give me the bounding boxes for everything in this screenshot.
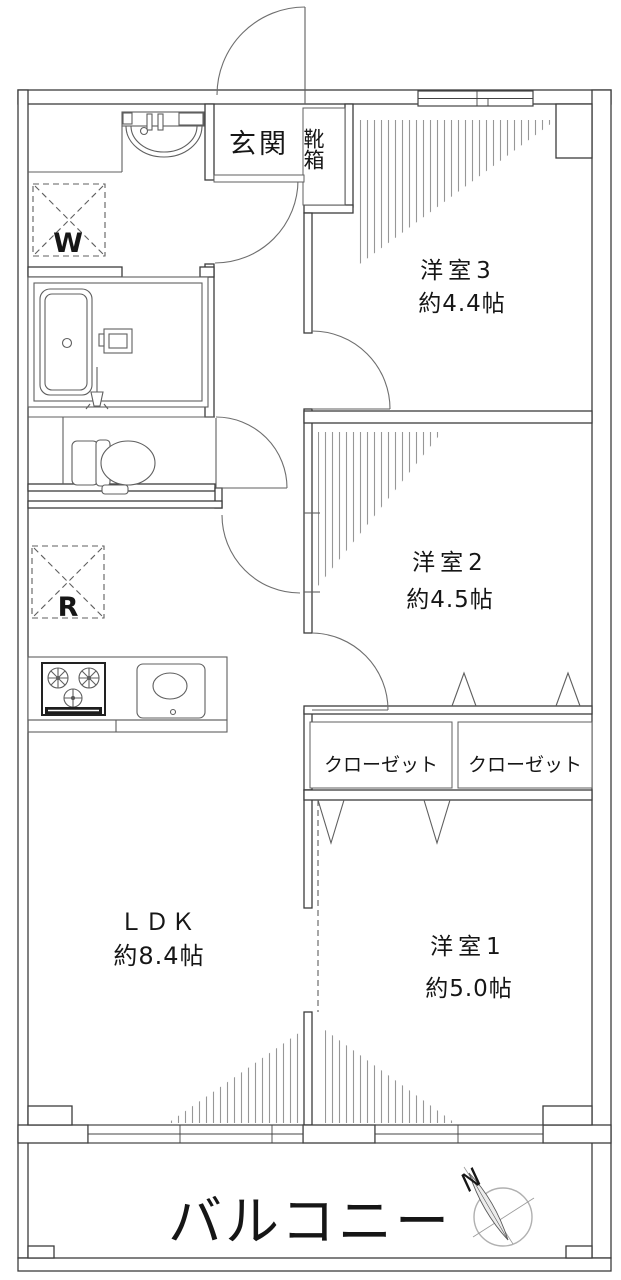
room3-door	[311, 330, 391, 410]
shoebox	[302, 107, 346, 206]
entrance-label: 玄関	[229, 129, 289, 160]
stove	[41, 662, 106, 716]
labels: 玄関 靴箱 洋室3 約4.4帖 洋室2 約4.5帖 洋室1 約5.0帖 ＬＤＫ …	[113, 128, 582, 1253]
wall-left	[17, 89, 29, 1259]
hatch-room2	[318, 432, 442, 586]
closets	[309, 671, 593, 845]
room3-name: 洋室3	[420, 258, 496, 284]
closet-2-box	[457, 721, 593, 789]
toilet-room	[28, 416, 215, 495]
wall-washroom-bath-left	[27, 266, 123, 278]
window-ldk-balcony	[87, 1124, 304, 1144]
hatch-ldk	[168, 1030, 303, 1123]
wall-central-2	[303, 408, 313, 634]
wall-bottom-seg-right	[542, 1124, 612, 1144]
hatch-room3	[357, 120, 556, 266]
washroom-door-arc	[214, 179, 299, 264]
toilet-door	[215, 416, 288, 489]
balcony-label: バルコニー	[168, 1190, 452, 1253]
room2-size: 約4.5帖	[406, 587, 494, 613]
fridge-space: R	[31, 545, 105, 623]
wall-central-4	[303, 789, 313, 909]
washer-label: W	[53, 228, 83, 259]
wall-balcony-step-left	[27, 1245, 55, 1259]
hatch-areas	[168, 120, 556, 1123]
wall-ldk-top	[27, 500, 223, 509]
window-room3-top	[417, 90, 534, 107]
ldk-name: ＬＤＫ	[119, 908, 197, 936]
room2-door	[311, 632, 389, 711]
wall-closet-room1-divider	[303, 789, 593, 801]
compass-ring	[473, 1187, 533, 1247]
window-room1-balcony	[374, 1124, 544, 1144]
closet-2-label: クローゼット	[468, 754, 582, 776]
toilet	[71, 439, 156, 495]
wall-room2-closet-divider	[303, 705, 593, 715]
wall-hall-upper	[204, 103, 215, 181]
room1-size: 約5.0帖	[425, 976, 513, 1002]
ldk-door	[221, 512, 320, 594]
room2-name: 洋室2	[412, 550, 488, 576]
wall-central-1	[303, 212, 313, 334]
room1-name: 洋室1	[430, 934, 506, 960]
wall-bottom-seg-left	[17, 1124, 89, 1144]
closet-door-mark	[451, 671, 477, 707]
closet-1-label: クローゼット	[324, 754, 438, 776]
washer-space: W	[32, 183, 106, 259]
room3-size: 約4.4帖	[418, 291, 506, 317]
wall-shoebox-right	[344, 103, 354, 208]
closet-door-mark	[317, 799, 345, 845]
kitchen	[27, 656, 228, 733]
kitchen-sink	[136, 663, 206, 719]
entrance-door	[216, 6, 306, 104]
wall-room3-room2-divider	[303, 410, 593, 424]
fridge-label: R	[58, 592, 79, 623]
wall-right	[591, 89, 612, 1259]
entrance-step	[213, 174, 305, 183]
closet-door-mark	[423, 799, 451, 845]
bathroom	[27, 276, 209, 410]
closet-door-mark	[555, 671, 581, 707]
shoebox-label: 靴箱	[301, 128, 325, 170]
wall-central-5	[303, 1011, 313, 1126]
wall-bottom-seg-center	[302, 1124, 376, 1144]
wall-balcony-parapet	[17, 1257, 612, 1272]
washbasin	[28, 111, 205, 173]
wall-step-bottom-left	[27, 1105, 73, 1126]
closet-1-box	[309, 721, 453, 789]
wall-balcony-step-right	[565, 1245, 593, 1259]
wall-step-bottom-right	[542, 1105, 593, 1126]
wall-shoebox-bottom	[303, 204, 354, 214]
compass: N	[455, 1163, 535, 1247]
windows	[87, 90, 544, 1144]
hatch-room1	[325, 1030, 455, 1123]
ldk-size: 約8.4帖	[113, 942, 204, 970]
wall-pillar-top-right	[555, 103, 593, 159]
wall-washroom-bath-right	[199, 266, 215, 278]
